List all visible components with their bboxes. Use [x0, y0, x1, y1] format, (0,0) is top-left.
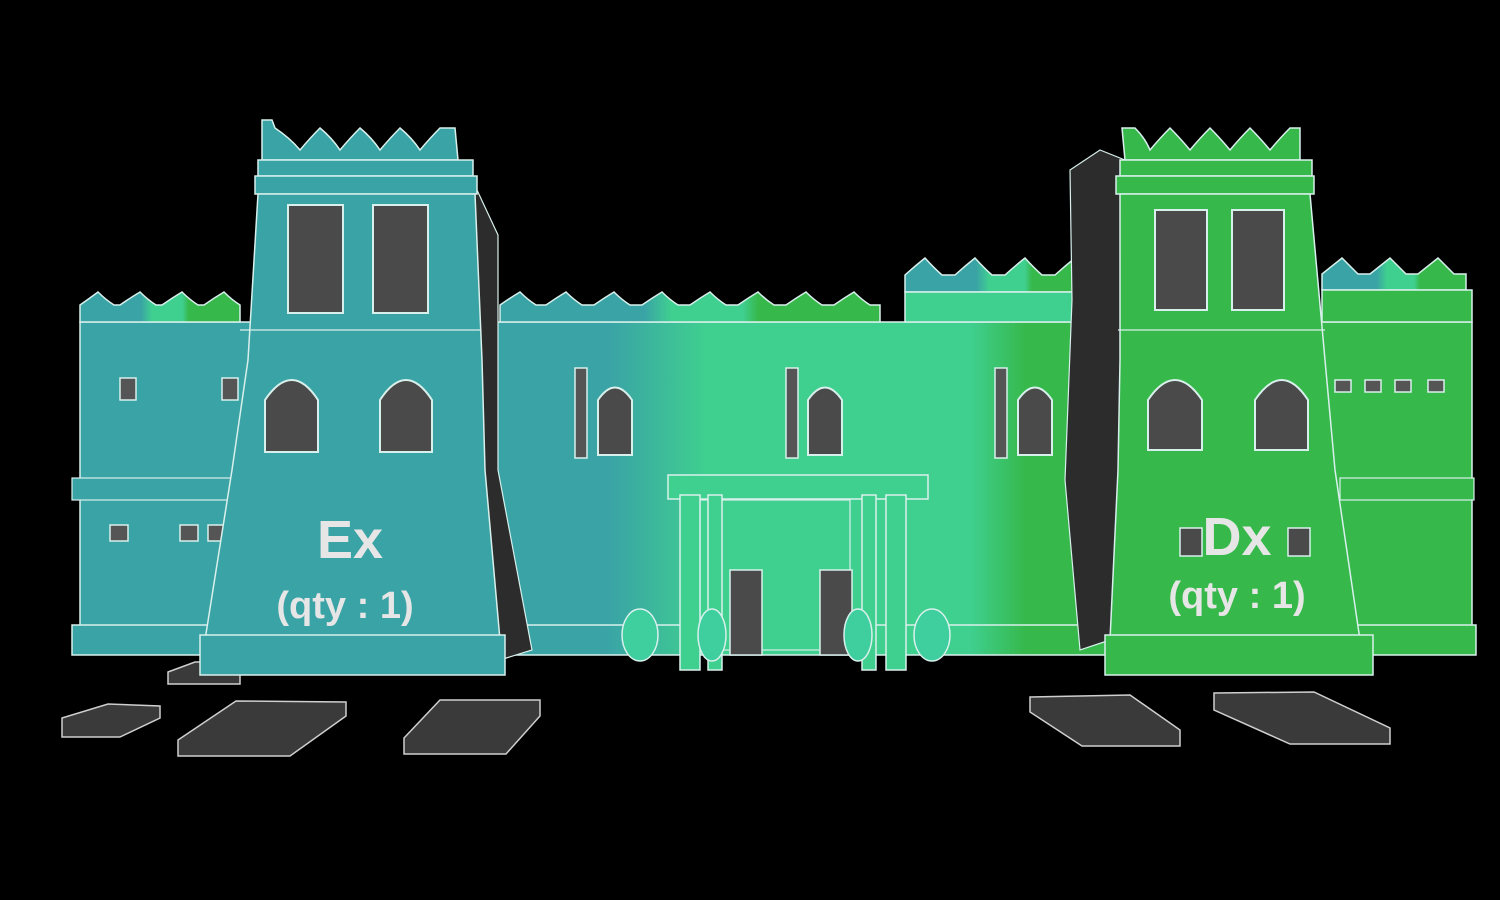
left-tower: Ex (qty : 1)	[199, 119, 506, 676]
tower-arched-window	[1147, 379, 1203, 451]
right-tower-qty: (qty : 1)	[1168, 575, 1305, 617]
left-tower-label: Ex	[317, 510, 383, 570]
tower-arched-window	[1254, 379, 1309, 451]
tower-upper-window	[287, 204, 344, 314]
wall-crenellations	[79, 256, 1467, 323]
entrance-portico	[621, 474, 951, 671]
wall-windows	[109, 367, 1445, 542]
ground-slabs	[61, 661, 1391, 757]
tower-upper-window	[372, 204, 429, 314]
slab	[1029, 694, 1181, 747]
tower-upper-window	[1154, 209, 1208, 311]
slab	[177, 700, 347, 757]
left-tower-qty: (qty : 1)	[276, 585, 413, 627]
column	[679, 494, 701, 671]
tower-arched-window	[379, 379, 433, 453]
tower-arched-window	[264, 379, 319, 453]
arched-windows	[597, 386, 1053, 456]
entrance-door	[729, 569, 763, 656]
right-tower-label: Dx	[1202, 507, 1271, 567]
slab	[403, 699, 541, 755]
column	[885, 494, 907, 671]
tower-upper-window	[1231, 209, 1285, 311]
right-tower: Dx (qty : 1)	[1104, 126, 1374, 676]
planters	[621, 608, 951, 662]
slab	[61, 703, 161, 738]
slab	[1213, 691, 1391, 745]
diamond-ornaments	[1179, 527, 1311, 557]
